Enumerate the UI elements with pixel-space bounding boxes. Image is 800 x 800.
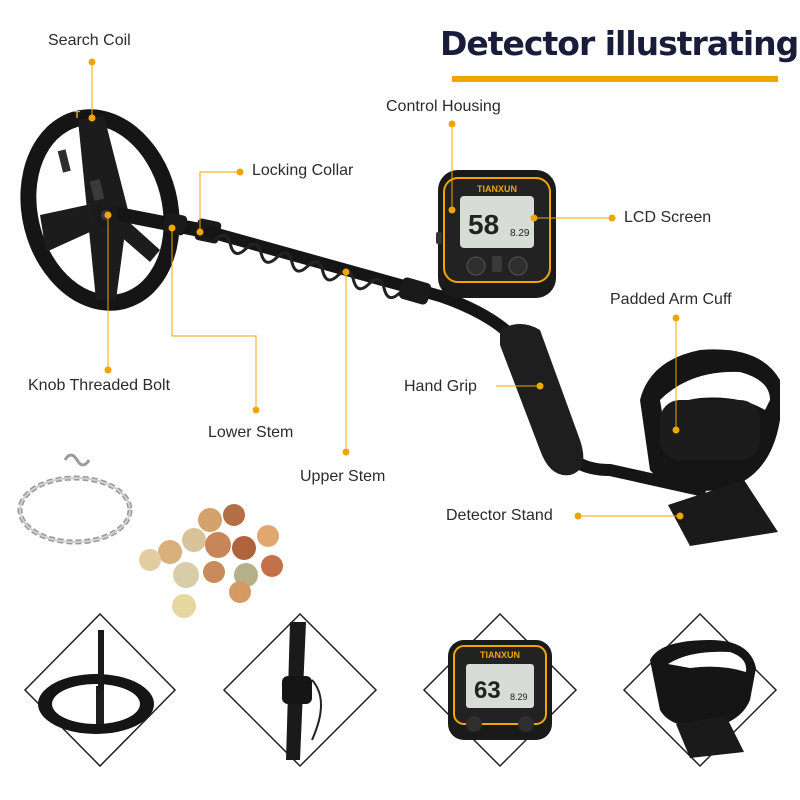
brand-text: TIANXUN — [477, 184, 517, 194]
collar-detail-icon — [222, 612, 378, 768]
label-lcd-screen: LCD Screen — [624, 209, 712, 226]
hand-grip-shape — [500, 324, 584, 476]
label-control-housing: Control Housing — [386, 98, 501, 115]
label-upper-stem: Upper Stem — [300, 468, 386, 485]
label-search-coil: Search Coil — [48, 32, 131, 49]
label-knob-threaded-bolt: Knob Threaded Bolt — [28, 377, 171, 394]
lcd-screen-shape — [460, 196, 534, 248]
upper-stem-shape — [204, 226, 446, 305]
page-title: Detector illustrating — [440, 24, 799, 63]
cuff-detail-icon — [622, 612, 778, 768]
leader-dots — [88, 58, 684, 520]
detail-brand-text: TIANXUN — [480, 650, 520, 660]
svg-text:T: T — [74, 110, 80, 121]
label-hand-grip: Hand Grip — [404, 378, 477, 395]
bracelet-icon — [17, 453, 133, 545]
coins-icon — [139, 504, 283, 618]
title-underline — [452, 76, 778, 82]
detail-lcd-sub-value: 8.29 — [510, 692, 528, 702]
control-housing-shape: TIANXUN 58 8.29 — [436, 170, 556, 298]
detail-lcd-main-value: 63 — [474, 677, 501, 704]
label-padded-arm-cuff: Padded Arm Cuff — [610, 291, 732, 308]
lcd-sub-value: 8.29 — [510, 228, 530, 239]
display-detail-icon: TIANXUN 63 8.29 — [422, 612, 578, 768]
label-lower-stem: Lower Stem — [208, 424, 294, 441]
padded-arm-cuff-shape — [640, 349, 780, 491]
lcd-main-value: 58 — [468, 209, 499, 240]
leader-lines — [91, 62, 680, 517]
coil-detail-icon — [23, 612, 177, 768]
label-locking-collar: Locking Collar — [252, 162, 354, 179]
label-detector-stand: Detector Stand — [446, 507, 553, 524]
detector-stand-shape — [668, 480, 778, 546]
